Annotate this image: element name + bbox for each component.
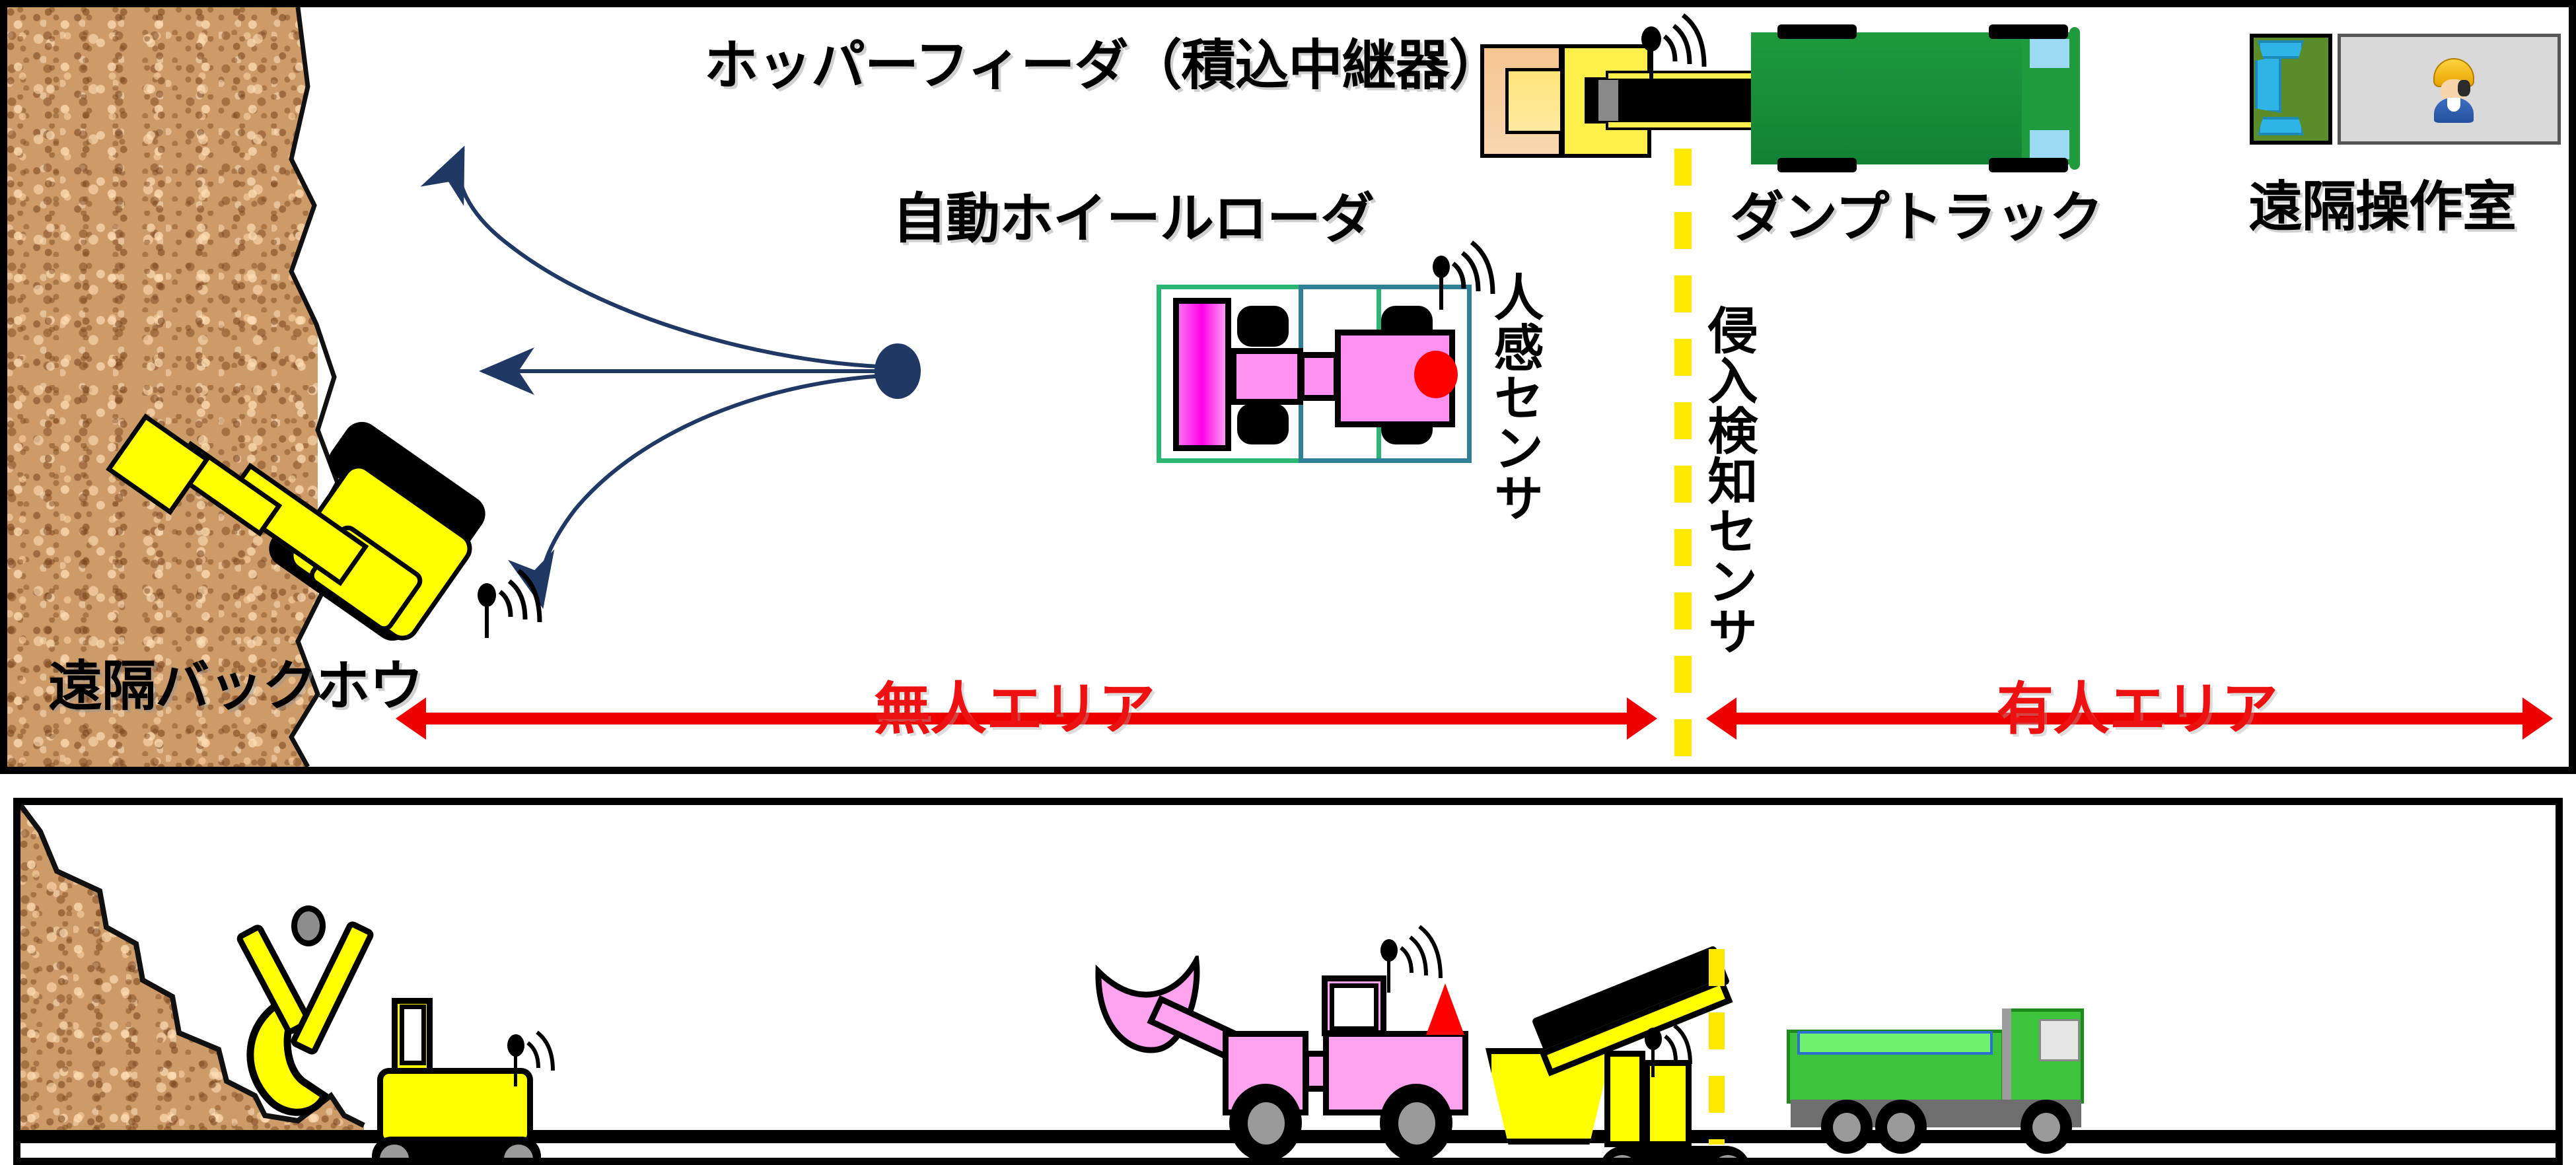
hopper-feeder-crawler-wheel: [1711, 1155, 1744, 1158]
worker-avatar-icon: [2433, 58, 2474, 123]
hopper-feeder-crawler-wheel: [1606, 1155, 1639, 1158]
wheel-loader-cab-window: [1330, 983, 1378, 1031]
label-remote-operation-room: 遠隔操作室: [2248, 177, 2517, 237]
hopper-feeder-throat: [1505, 68, 1563, 134]
hopper-feeder-frame-side: [1604, 1051, 1645, 1147]
dump-truck-bed-plan: [1751, 32, 2042, 164]
dump-truck-wheel-plan: [1777, 158, 1857, 172]
top-plan-view-panel: ホッパーフィーダ（積込中継器） 自動ホイールローダ ダンプトラック 遠隔操作室 …: [0, 0, 2576, 774]
dump-truck-windshield-bottom: [2030, 130, 2071, 159]
wheel-loader-bucket: [1173, 298, 1231, 451]
wheel-loader-tyre: [1237, 404, 1289, 444]
backhoe-cab-window: [400, 1005, 426, 1065]
wheel-loader-hub: [1398, 1102, 1435, 1145]
manned-area-arrow-head-left: [1706, 697, 1736, 740]
wheel-loader-front-frame: [1231, 348, 1303, 405]
auto-wheel-loader-side-view: [1064, 904, 1526, 1158]
dump-truck-wheel-plan: [1989, 158, 2068, 172]
label-auto-wheel-loader: 自動ホイールローダ: [892, 189, 1375, 249]
remote-backhoe-plan: [106, 390, 516, 668]
wheel-loader-rear-body-side: [1323, 1031, 1468, 1115]
manned-area-arrow-bar: [1736, 713, 2522, 724]
label-intrusion-sensor: 侵入検知センサ: [1699, 304, 1756, 656]
dump-truck-wheel-plan: [1989, 24, 2068, 39]
remote-room-truck-icon: [2250, 34, 2332, 145]
yellow-dashed-boundary: [1674, 149, 1692, 756]
wheel-loader-articulation: [1299, 352, 1340, 401]
label-human-sensor: 人感センサ: [1485, 271, 1542, 522]
backhoe-bucket-side: [246, 991, 329, 1116]
wifi-antenna-icon: [1424, 237, 1497, 313]
remote-room-monitor: [2338, 34, 2561, 145]
dump-truck-bumper: [2069, 27, 2080, 170]
wifi-antenna-icon: [1375, 916, 1447, 999]
yellow-dashed-boundary: [1709, 949, 1725, 1145]
dump-truck-windshield-top: [2030, 39, 2071, 68]
label-manned-area: 有人エリア: [1997, 678, 2278, 741]
dump-truck-window: [2039, 1019, 2080, 1061]
wifi-antenna-icon: [503, 1015, 569, 1091]
dump-truck-hub: [1833, 1113, 1861, 1142]
label-hopper-feeder: ホッパーフィーダ（積込中継器）: [704, 36, 1503, 96]
soil-bank-plan: [7, 7, 318, 767]
label-dump-truck: ダンプトラック: [1730, 188, 2104, 248]
unmanned-area-arrow-head-right: [1627, 697, 1657, 740]
backhoe-boom-pivot: [291, 905, 326, 946]
remote-backhoe-side-view: [219, 904, 589, 1158]
communication-link-arrows: [420, 145, 921, 609]
wifi-antenna-icon: [1629, 7, 1708, 87]
dump-truck-side-view: [1777, 970, 2187, 1154]
backhoe-track-wheel: [380, 1145, 409, 1158]
bottom-elevation-view-panel: [13, 798, 2563, 1165]
unmanned-area-arrow-bar: [425, 713, 1627, 724]
hopper-feeder-side-view: [1474, 924, 1936, 1158]
hopper-feeder-frame-side: [1644, 1060, 1692, 1147]
hopper-feeder-crawler: [1599, 1146, 1751, 1158]
wheel-loader-tyre: [1237, 306, 1289, 347]
label-unmanned-area: 無人エリア: [874, 678, 1155, 741]
dump-truck-hub: [1887, 1113, 1915, 1142]
dump-truck-load-top: [1797, 1031, 1993, 1055]
wheel-loader-hub: [1248, 1102, 1285, 1145]
dump-truck-hub: [2032, 1113, 2060, 1142]
dump-truck-wheel-plan: [1777, 24, 1857, 39]
wheel-loader-beacon: [1414, 351, 1458, 398]
hopper-feeder-drive-unit: [1598, 80, 1618, 121]
backhoe-body-side: [377, 1068, 533, 1146]
backhoe-track-wheel: [504, 1145, 533, 1158]
wifi-antenna-icon: [1640, 1007, 1706, 1083]
manned-area-arrow-head-right: [2522, 697, 2553, 740]
wifi-antenna-icon: [470, 565, 542, 641]
unmanned-area-arrow-head-left: [396, 697, 426, 740]
label-remote-backhoe: 遠隔バックホウ: [48, 656, 423, 717]
dump-truck-ladder: [2002, 1008, 2011, 1104]
backhoe-bucket: [106, 413, 210, 516]
